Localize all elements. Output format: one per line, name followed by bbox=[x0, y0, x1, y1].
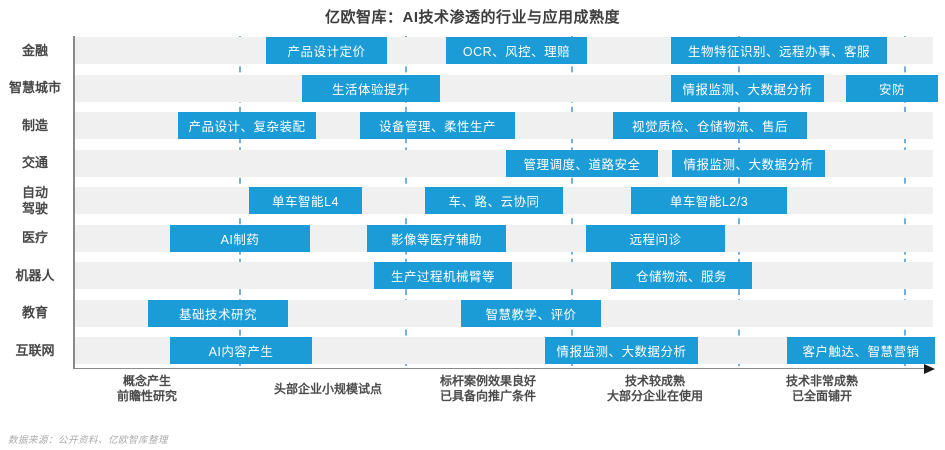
stage-axis-label-line: 已具备向推广条件 bbox=[439, 389, 536, 403]
stage-axis-label-line: 大部分企业在使用 bbox=[606, 389, 703, 403]
chart-bar: 情报监测、大数据分析 bbox=[545, 337, 698, 364]
row-label-industry: 自动 驾驶 bbox=[21, 184, 48, 216]
stage-axis-label-line: 头部企业小规模试点 bbox=[273, 381, 382, 396]
row-label-industry: 智慧城市 bbox=[8, 80, 61, 96]
chart-bar: 智慧教学、评价 bbox=[461, 299, 601, 327]
stage-axis-label: 标杆案例效果良好已具备向推广条件 bbox=[393, 373, 583, 405]
chart-bar: 单车智能L4 bbox=[249, 187, 362, 214]
row-label-industry: 交通 bbox=[21, 155, 48, 171]
chart-bar: 设备管理、柔性生产 bbox=[360, 112, 515, 139]
x-axis-line bbox=[73, 367, 925, 369]
stage-axis-label-line: 已全面铺开 bbox=[791, 389, 852, 403]
chart-bar: 单车智能L2/3 bbox=[631, 187, 787, 214]
row-label-industry: 医疗 bbox=[21, 230, 48, 246]
chart-bar: 客户触达、智慧营销 bbox=[787, 337, 935, 364]
stage-axis-label-line: 技术非常成熟 bbox=[785, 374, 858, 388]
chart-bar: 产品设计定价 bbox=[266, 37, 387, 64]
chart-title: 亿欧智库：AI技术渗透的行业与应用成熟度 bbox=[324, 9, 620, 26]
stage-axis-label: 技术较成熟大部分企业在使用 bbox=[560, 373, 750, 405]
stage-axis-label-line: 概念产生 bbox=[122, 374, 171, 388]
data-source-note: 数据来源：公开资料、亿欧智库整理 bbox=[8, 435, 169, 446]
row-label-industry: 金融 bbox=[21, 42, 48, 58]
y-axis-line bbox=[73, 36, 75, 369]
chart-bar: OCR、风控、理赔 bbox=[446, 37, 587, 64]
stage-axis-label: 技术非常成熟已全面铺开 bbox=[727, 373, 917, 405]
stage-axis-label: 概念产生前瞻性研究 bbox=[52, 373, 242, 405]
chart-bar: 生物特征识别、远程办事、客服 bbox=[671, 37, 887, 64]
row-label-industry: 机器人 bbox=[15, 267, 55, 283]
chart-bar: 产品设计、复杂装配 bbox=[178, 112, 316, 139]
chart-bar: 情报监测、大数据分析 bbox=[671, 74, 824, 102]
chart-bar: 远程问诊 bbox=[586, 224, 725, 252]
chart-bar: 仓储物流、服务 bbox=[611, 262, 752, 289]
chart-bar: 基础技术研究 bbox=[148, 299, 288, 327]
chart-bar: 影像等医疗辅助 bbox=[367, 224, 506, 252]
row-label-industry: 制造 bbox=[21, 117, 48, 133]
stage-axis-label-line: 标杆案例效果良好 bbox=[439, 374, 536, 388]
chart-bar: 生活体验提升 bbox=[302, 74, 440, 102]
chart-bar: AI制药 bbox=[170, 224, 310, 252]
chart-bar: 视觉质检、仓储物流、售后 bbox=[613, 112, 807, 139]
stage-axis-label-line: 前瞻性研究 bbox=[116, 389, 177, 403]
stage-axis-label: 头部企业小规模试点 bbox=[233, 373, 423, 405]
x-axis-arrow-icon bbox=[924, 363, 935, 374]
chart-bar: AI内容产生 bbox=[170, 337, 312, 364]
chart-bar: 情报监测、大数据分析 bbox=[672, 149, 825, 177]
row-label-industry: 教育 bbox=[21, 305, 48, 321]
row-label-industry: 互联网 bbox=[15, 342, 55, 358]
chart-bar: 车、路、云协同 bbox=[425, 187, 563, 214]
chart-bar: 生产过程机械臂等 bbox=[374, 262, 512, 289]
stage-axis-label-line: 技术较成熟 bbox=[624, 374, 685, 388]
chart-bar: 管理调度、道路安全 bbox=[506, 149, 658, 177]
chart-bar: 安防 bbox=[846, 74, 938, 102]
